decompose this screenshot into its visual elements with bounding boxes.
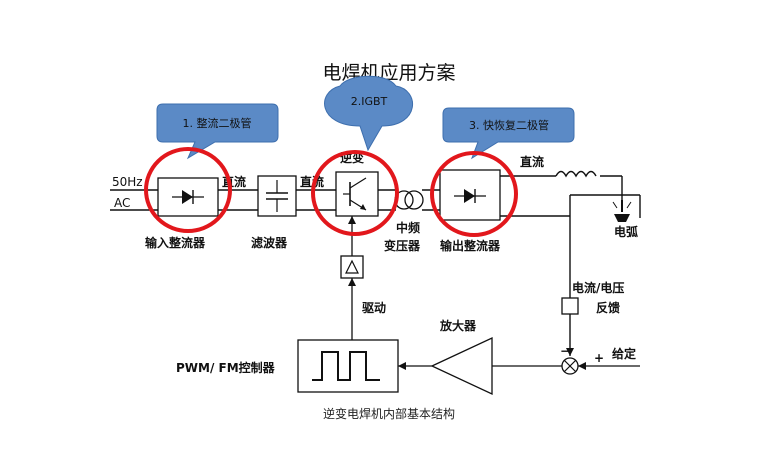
highlight-rings [144, 147, 518, 237]
controller-label: PWM/ FM控制器 [176, 360, 276, 375]
dc-label-3: 直流 [520, 154, 544, 169]
callout-rectifier-diode-label: 1. 整流二极管 [183, 116, 252, 130]
input-rectifier-block [157, 177, 219, 217]
highlight-ring-igbt [311, 150, 399, 236]
driver-block [340, 216, 364, 340]
amplifier-label: 放大器 [439, 318, 477, 333]
mid-frequency-transformer [394, 190, 424, 210]
filter-block [257, 175, 297, 217]
setpoint-label: 给定 [612, 346, 636, 361]
minus-sign: − [560, 344, 570, 358]
output-rectifier-label: 输出整流器 [440, 238, 501, 253]
drive-label: 驱动 [362, 301, 386, 315]
transformer-label-bottom: 变压器 [384, 238, 421, 253]
feedback-sensor [561, 297, 579, 356]
plus-sign: + [594, 351, 604, 365]
inverter-igbt-block [335, 171, 379, 217]
highlight-ring-fast-recovery [430, 151, 518, 237]
filter-label: 滤波器 [251, 235, 288, 250]
callout-fast-recovery-diode-label: 3. 快恢复二极管 [469, 118, 549, 132]
callout-igbt: 2.IGBT [324, 75, 413, 152]
feedback-label-bottom: 反馈 [596, 300, 620, 315]
summing-junction [561, 357, 640, 375]
pwm-controller-block [297, 339, 399, 393]
highlight-ring-rectifier [144, 147, 232, 233]
arc-electrode-icon [612, 200, 632, 222]
output-rectifier-block [439, 169, 501, 221]
input-rectifier-label: 输入整流器 [145, 235, 206, 250]
feedback-label-top: 电流/电压 [572, 280, 624, 295]
ac-input-freq-label: 50Hz [112, 175, 143, 189]
diagram-caption: 逆变电焊机内部基本结构 [322, 407, 455, 421]
arc-label: 电弧 [614, 224, 638, 239]
amplifier-block [398, 336, 564, 396]
callout-igbt-label: 2.IGBT [351, 95, 388, 108]
callout-fast-recovery-diode: 3. 快恢复二极管 [442, 107, 575, 160]
ac-input-label: AC [114, 196, 130, 210]
transformer-label-top: 中频 [396, 220, 420, 235]
output-inductor [555, 170, 597, 178]
